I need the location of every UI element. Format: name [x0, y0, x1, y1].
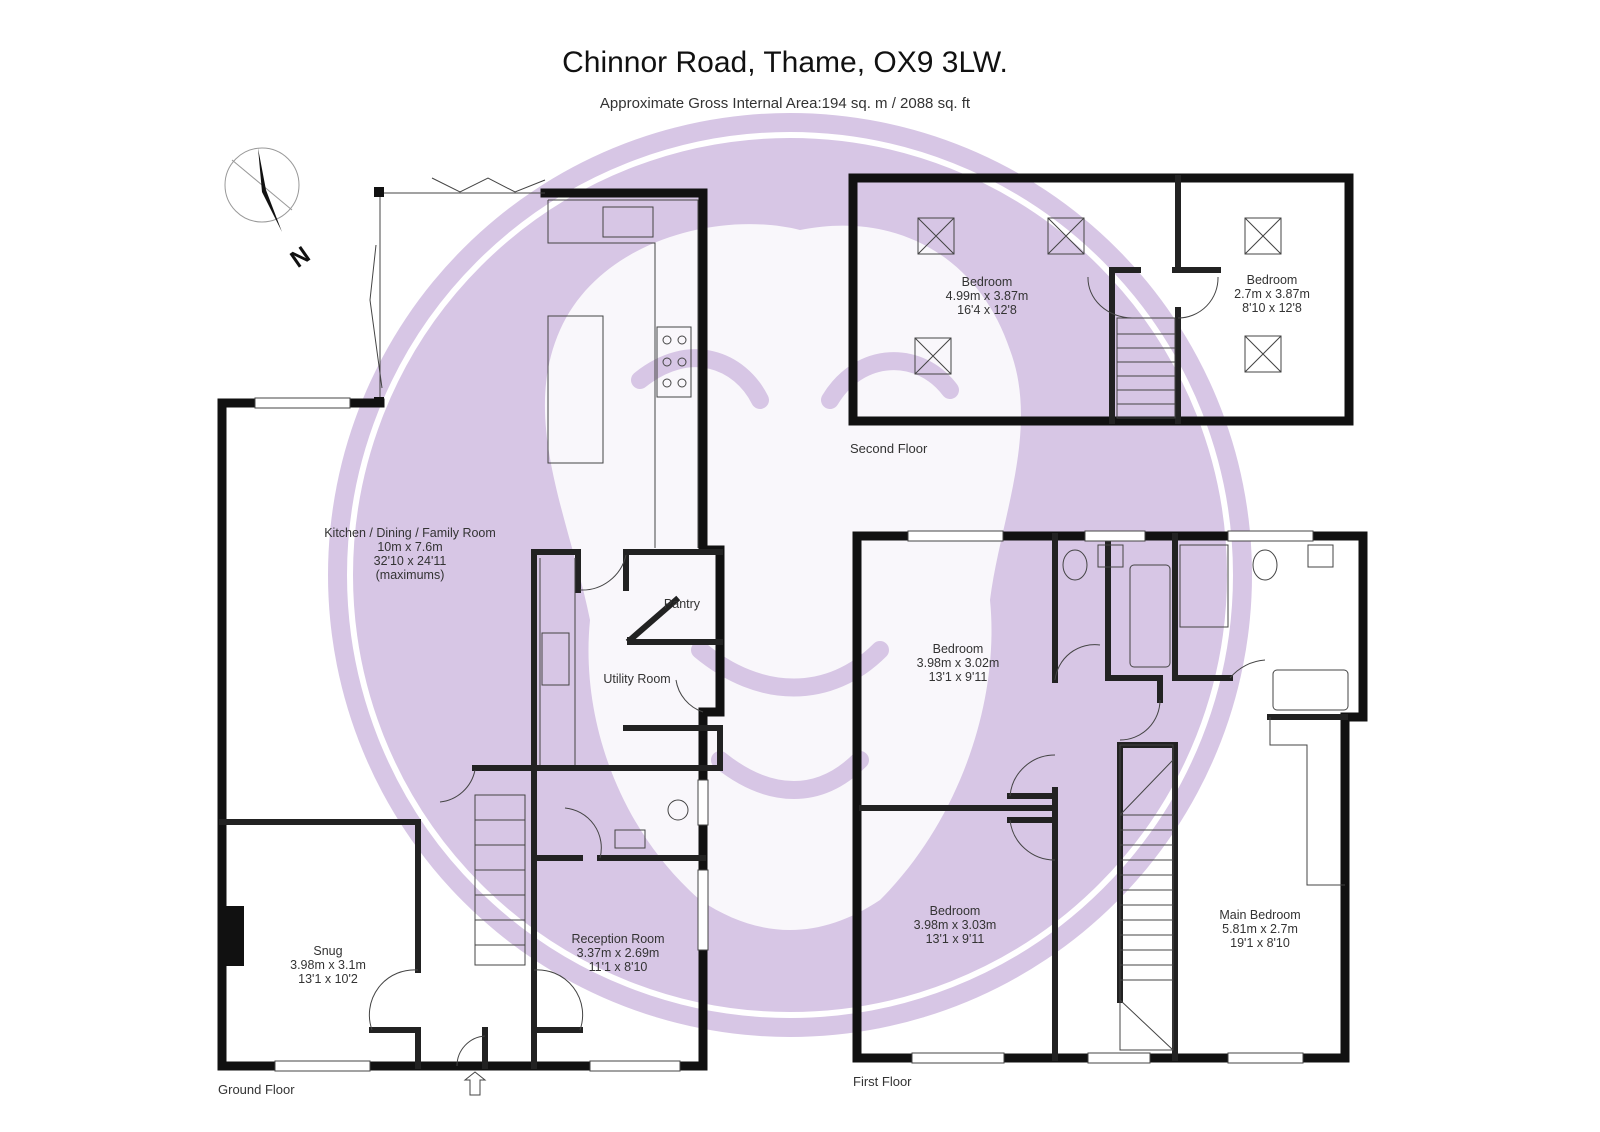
svg-text:16'4 x 12'8: 16'4 x 12'8: [957, 303, 1017, 317]
svg-text:Main Bedroom: Main Bedroom: [1219, 908, 1300, 922]
svg-text:4.99m x 3.87m: 4.99m x 3.87m: [946, 289, 1029, 303]
svg-text:(maximums): (maximums): [376, 568, 445, 582]
room-reception-label: Reception Room 3.37m x 2.69m 11'1 x 8'10: [571, 932, 664, 974]
watermark-logo: [328, 113, 1252, 1037]
svg-text:19'1 x 8'10: 19'1 x 8'10: [1230, 936, 1290, 950]
ground-floor-label: Ground Floor: [218, 1082, 295, 1097]
skylight-icons: [914, 217, 1282, 375]
svg-text:13'1 x 9'11: 13'1 x 9'11: [929, 670, 988, 684]
second-floor-label: Second Floor: [850, 441, 928, 456]
svg-text:2.7m x 3.87m: 2.7m x 3.87m: [1234, 287, 1310, 301]
room-main-bedroom-label: Main Bedroom 5.81m x 2.7m 19'1 x 8'10: [1219, 908, 1300, 950]
compass-north-icon: N: [224, 147, 316, 273]
svg-text:3.98m x 3.1m: 3.98m x 3.1m: [290, 958, 366, 972]
svg-text:8'10 x 12'8: 8'10 x 12'8: [1242, 301, 1302, 315]
svg-text:Kitchen / Dining / Family Room: Kitchen / Dining / Family Room: [324, 526, 496, 540]
room-utility-label: Utility Room: [603, 672, 670, 686]
svg-text:3.98m x 3.02m: 3.98m x 3.02m: [917, 656, 1000, 670]
ground-floor-plan: Kitchen / Dining / Family Room 10m x 7.6…: [217, 177, 725, 1097]
svg-text:11'1 x 8'10: 11'1 x 8'10: [589, 960, 648, 974]
compass-label: N: [286, 241, 316, 273]
plan-title: Chinnor Road, Thame, OX9 3LW.: [562, 46, 1008, 79]
first-floor-label: First Floor: [853, 1074, 912, 1089]
svg-text:Snug: Snug: [313, 944, 342, 958]
room-snug-label: Snug 3.98m x 3.1m 13'1 x 10'2: [290, 944, 366, 986]
first-floor-plan: Bedroom 3.98m x 3.02m 13'1 x 9'11 Bedroo…: [852, 530, 1368, 1089]
room-kitchen-label: Kitchen / Dining / Family Room 10m x 7.6…: [324, 526, 496, 582]
svg-text:Bedroom: Bedroom: [1247, 273, 1298, 287]
room-second-bedroom-left-label: Bedroom 4.99m x 3.87m 16'4 x 12'8: [946, 275, 1029, 317]
svg-text:10m x 7.6m: 10m x 7.6m: [377, 540, 442, 554]
room-pantry-label: Pantry: [664, 597, 701, 611]
room-second-bedroom-right-label: Bedroom 2.7m x 3.87m 8'10 x 12'8: [1234, 273, 1310, 315]
svg-text:3.98m x 3.03m: 3.98m x 3.03m: [914, 918, 997, 932]
svg-text:32'10 x 24'11: 32'10 x 24'11: [374, 554, 447, 568]
svg-text:Reception Room: Reception Room: [571, 932, 664, 946]
svg-text:13'1 x 9'11: 13'1 x 9'11: [926, 932, 985, 946]
svg-text:13'1 x 10'2: 13'1 x 10'2: [298, 972, 358, 986]
svg-text:3.37m x 2.69m: 3.37m x 2.69m: [577, 946, 660, 960]
svg-text:Bedroom: Bedroom: [930, 904, 981, 918]
room-first-bedroom-1-label: Bedroom 3.98m x 3.02m 13'1 x 9'11: [917, 642, 1000, 684]
svg-text:Bedroom: Bedroom: [933, 642, 984, 656]
room-first-bedroom-2-label: Bedroom 3.98m x 3.03m 13'1 x 9'11: [914, 904, 997, 946]
svg-text:5.81m x 2.7m: 5.81m x 2.7m: [1222, 922, 1298, 936]
gross-area-text: Approximate Gross Internal Area:194 sq. …: [600, 95, 971, 112]
entrance-arrow-icon: [463, 1071, 487, 1096]
second-floor-plan: Bedroom 4.99m x 3.87m 16'4 x 12'8 Bedroo…: [848, 173, 1354, 456]
svg-text:Bedroom: Bedroom: [962, 275, 1013, 289]
